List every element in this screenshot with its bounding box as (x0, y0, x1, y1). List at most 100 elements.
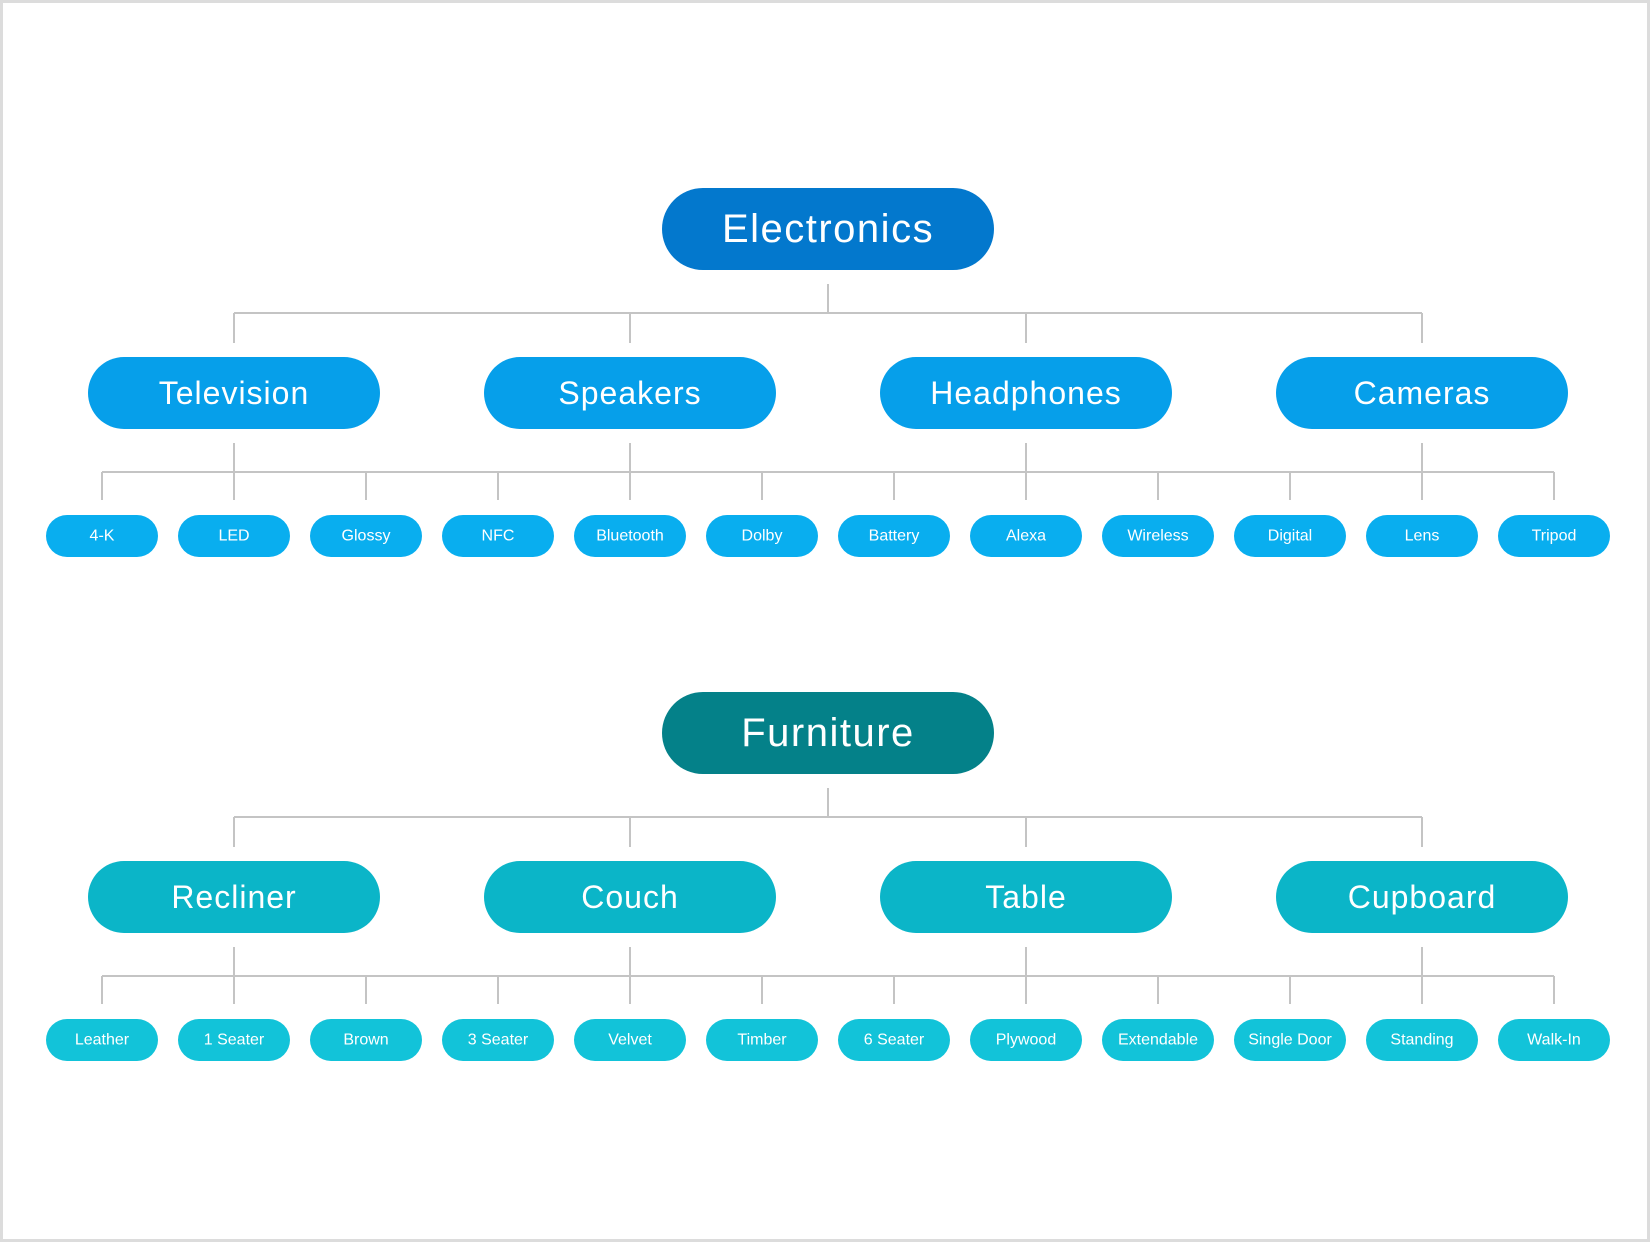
leaf-node-leather: Leather (46, 1019, 158, 1061)
leaf-node-extendable-label: Extendable (1118, 1032, 1198, 1049)
leaf-node-wireless-label: Wireless (1127, 528, 1188, 545)
category-node-speakers: Speakers (484, 357, 776, 429)
leaf-node-nfc-shape (442, 515, 554, 557)
leaf-node-wireless-shape (1102, 515, 1214, 557)
category-node-recliner-shape (88, 861, 380, 933)
leaf-node-alexa-shape (970, 515, 1082, 557)
leaf-node-plywood-label: Plywood (996, 1032, 1056, 1049)
leaf-node-walk-in: Walk-In (1498, 1019, 1610, 1061)
leaf-node-digital: Digital (1234, 515, 1346, 557)
category-node-speakers-shape (484, 357, 776, 429)
leaf-node-6-seater-label: 6 Seater (864, 1032, 925, 1049)
leaf-node-wireless: Wireless (1102, 515, 1214, 557)
root-node-furniture-label: Furniture (741, 711, 915, 755)
leaf-node-battery-shape (838, 515, 950, 557)
category-node-cupboard-label: Cupboard (1348, 879, 1497, 915)
category-node-speakers-label: Speakers (558, 375, 701, 411)
category-node-table-label: Table (985, 879, 1067, 915)
category-node-cameras: Cameras (1276, 357, 1568, 429)
leaf-node-timber-label: Timber (737, 1032, 787, 1049)
leaf-node-standing-label: Standing (1390, 1032, 1453, 1049)
category-node-couch-shape (484, 861, 776, 933)
leaf-node-glossy-shape (310, 515, 422, 557)
leaf-node-1-seater-label: 1 Seater (204, 1032, 265, 1049)
leaf-node-nfc: NFC (442, 515, 554, 557)
leaf-node-led-label: LED (218, 528, 249, 545)
leaf-node-led-shape (178, 515, 290, 557)
category-node-cameras-shape (1276, 357, 1568, 429)
category-node-television-shape (88, 357, 380, 429)
root-node-furniture: Furniture (662, 692, 994, 774)
leaf-node-tripod-label: Tripod (1532, 528, 1577, 545)
leaf-node-alexa: Alexa (970, 515, 1082, 557)
category-node-headphones-label: Headphones (930, 375, 1121, 411)
leaf-node-plywood: Plywood (970, 1019, 1082, 1061)
leaf-node-4-k-label: 4-K (90, 528, 115, 545)
leaf-node-velvet-shape (574, 1019, 686, 1061)
leaf-node-battery: Battery (838, 515, 950, 557)
leaf-node-single-door-shape (1234, 1019, 1346, 1061)
root-node-furniture-shape (662, 692, 994, 774)
leaf-node-1-seater: 1 Seater (178, 1019, 290, 1061)
category-node-headphones-shape (880, 357, 1172, 429)
leaf-node-bluetooth-label: Bluetooth (596, 528, 664, 545)
category-node-television-label: Television (159, 375, 310, 411)
leaf-node-led: LED (178, 515, 290, 557)
leaf-node-walk-in-shape (1498, 1019, 1610, 1061)
leaf-node-6-seater-shape (838, 1019, 950, 1061)
leaf-node-digital-label: Digital (1268, 528, 1312, 545)
root-node-electronics-label: Electronics (722, 207, 934, 251)
leaf-node-brown-shape (310, 1019, 422, 1061)
category-node-table: Table (880, 861, 1172, 933)
leaf-node-standing-shape (1366, 1019, 1478, 1061)
leaf-node-digital-shape (1234, 515, 1346, 557)
leaf-node-leather-label: Leather (75, 1032, 130, 1049)
leaf-node-bluetooth-shape (574, 515, 686, 557)
leaf-node-single-door: Single Door (1234, 1019, 1346, 1061)
leaf-node-extendable: Extendable (1102, 1019, 1214, 1061)
category-node-cupboard-shape (1276, 861, 1568, 933)
leaf-node-glossy: Glossy (310, 515, 422, 557)
leaf-node-dolby-label: Dolby (742, 528, 783, 545)
category-node-couch: Couch (484, 861, 776, 933)
leaf-node-glossy-label: Glossy (342, 528, 391, 545)
leaf-node-brown: Brown (310, 1019, 422, 1061)
leaf-node-tripod: Tripod (1498, 515, 1610, 557)
leaf-node-velvet: Velvet (574, 1019, 686, 1061)
category-node-recliner-label: Recliner (171, 879, 296, 915)
leaf-node-4-k-shape (46, 515, 158, 557)
leaf-node-extendable-shape (1102, 1019, 1214, 1061)
leaf-node-4-k: 4-K (46, 515, 158, 557)
leaf-node-plywood-shape (970, 1019, 1082, 1061)
leaf-node-tripod-shape (1498, 515, 1610, 557)
category-node-cameras-label: Cameras (1354, 375, 1491, 411)
leaf-node-standing: Standing (1366, 1019, 1478, 1061)
leaf-node-velvet-label: Velvet (608, 1032, 652, 1049)
leaf-node-dolby-shape (706, 515, 818, 557)
category-node-table-shape (880, 861, 1172, 933)
category-node-recliner: Recliner (88, 861, 380, 933)
root-node-electronics: Electronics (662, 188, 994, 270)
category-node-television: Television (88, 357, 380, 429)
leaf-node-alexa-label: Alexa (1006, 528, 1046, 545)
leaf-node-3-seater-label: 3 Seater (468, 1032, 529, 1049)
leaf-node-brown-label: Brown (343, 1032, 388, 1049)
leaf-node-1-seater-shape (178, 1019, 290, 1061)
leaf-node-single-door-label: Single Door (1248, 1032, 1332, 1049)
leaf-node-walk-in-label: Walk-In (1527, 1032, 1581, 1049)
category-node-headphones: Headphones (880, 357, 1172, 429)
leaf-node-leather-shape (46, 1019, 158, 1061)
leaf-node-lens-label: Lens (1405, 528, 1440, 545)
leaf-node-lens: Lens (1366, 515, 1478, 557)
leaf-node-nfc-label: NFC (482, 528, 515, 545)
leaf-node-battery-label: Battery (869, 528, 920, 545)
root-node-electronics-shape (662, 188, 994, 270)
category-node-couch-label: Couch (581, 879, 679, 915)
category-node-cupboard: Cupboard (1276, 861, 1568, 933)
leaf-node-lens-shape (1366, 515, 1478, 557)
leaf-node-6-seater: 6 Seater (838, 1019, 950, 1061)
